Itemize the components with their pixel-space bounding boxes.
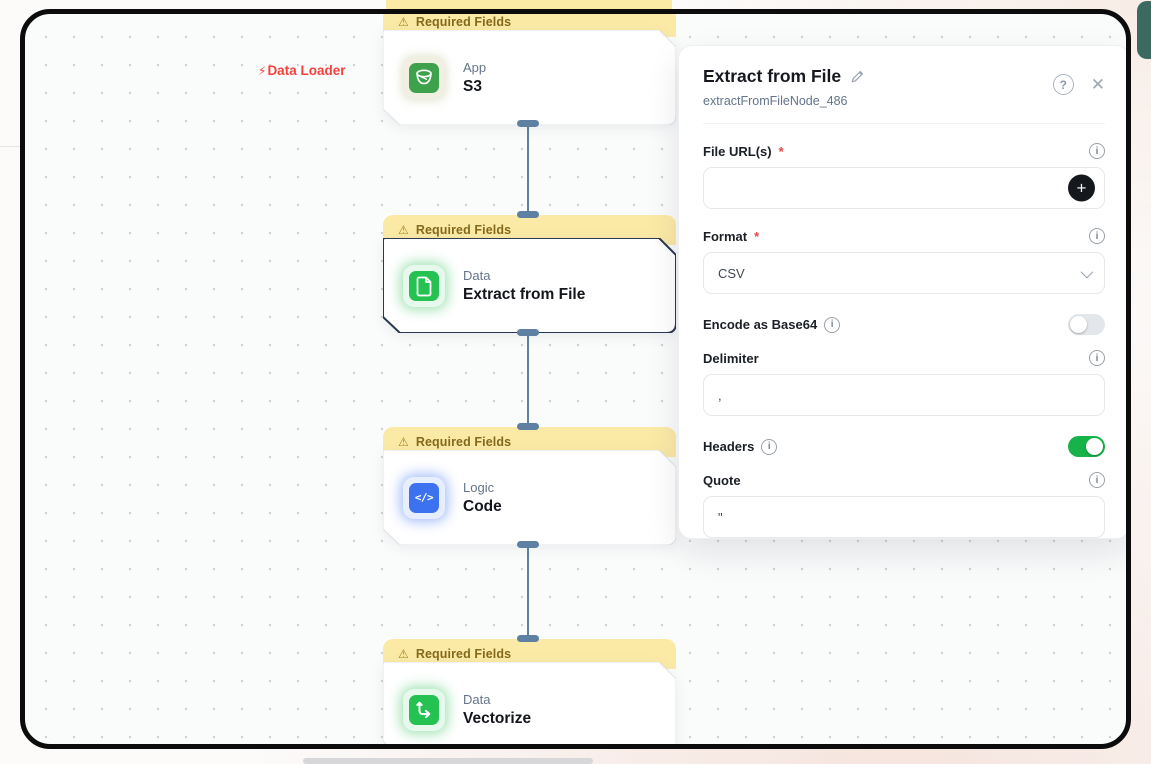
data-loader-tag[interactable]: ⚡ Data Loader xyxy=(258,63,345,78)
file-urls-input[interactable] xyxy=(718,180,1090,196)
node-title: Extract from File xyxy=(463,285,586,303)
code-icon: </> xyxy=(403,476,445,519)
banner-overflow-peek xyxy=(386,0,672,11)
node-category: App xyxy=(463,59,487,75)
background-accent xyxy=(1137,1,1151,59)
edge-extract-code xyxy=(527,333,529,427)
panel-title: Extract from File xyxy=(703,66,842,86)
node-extract-from-file[interactable]: ⚠ Required Fields Data Extract from File xyxy=(383,215,676,333)
node-vectorize[interactable]: ⚠ Required Fields Data Vectori xyxy=(383,639,676,749)
extract-source-handle[interactable] xyxy=(517,329,539,336)
panel-divider xyxy=(703,123,1105,124)
data-loader-label: Data Loader xyxy=(267,63,346,78)
required-fields-label: Required Fields xyxy=(415,647,512,661)
encode-base64-toggle[interactable] xyxy=(1068,314,1105,335)
file-urls-input-wrap: + xyxy=(703,167,1105,209)
node-id: extractFromFileNode_486 xyxy=(703,94,848,108)
encode-base64-label: Encode as Base64 i xyxy=(703,316,841,333)
horizontal-scrollbar[interactable] xyxy=(303,758,593,764)
s3-bucket-icon xyxy=(403,56,445,99)
node-title: Code xyxy=(463,497,502,515)
vectorize-icon xyxy=(403,688,445,731)
format-label: Format* xyxy=(703,228,760,244)
edge-s3-extract xyxy=(527,123,529,215)
node-config-panel: Extract from File extractFromFileNode_48… xyxy=(678,45,1130,539)
delimiter-input-wrap xyxy=(703,374,1105,416)
node-s3[interactable]: ⚠ Required Fields App S3 xyxy=(383,9,676,125)
headers-toggle[interactable] xyxy=(1068,436,1105,457)
info-icon[interactable]: i xyxy=(824,316,841,333)
node-title: S3 xyxy=(463,77,482,95)
file-urls-label: File URL(s)* xyxy=(703,143,784,159)
lightning-icon: ⚡ xyxy=(258,63,267,78)
info-icon[interactable]: i xyxy=(1089,350,1105,366)
quote-input-wrap xyxy=(703,496,1105,538)
node-category: Data xyxy=(463,691,491,707)
warning-icon: ⚠ xyxy=(398,435,409,449)
help-icon[interactable]: ? xyxy=(1052,74,1074,95)
quote-input[interactable] xyxy=(718,509,1090,525)
warning-icon: ⚠ xyxy=(398,647,409,661)
warning-icon: ⚠ xyxy=(398,15,409,29)
info-icon[interactable]: i xyxy=(1089,143,1105,159)
edge-code-vectorize xyxy=(527,545,529,639)
required-fields-label: Required Fields xyxy=(415,15,512,29)
required-fields-label: Required Fields xyxy=(415,223,512,237)
chevron-down-icon xyxy=(1080,265,1094,278)
node-title: Vectorize xyxy=(463,709,532,727)
quote-label: Quote xyxy=(703,472,741,488)
required-fields-label: Required Fields xyxy=(415,435,512,449)
node-category: Logic xyxy=(463,479,495,495)
workflow-canvas[interactable]: ⚡ Data Loader ⚠ Required Fields xyxy=(20,9,1131,749)
margin-divider xyxy=(0,146,20,147)
code-source-handle[interactable] xyxy=(517,541,539,548)
edit-icon[interactable] xyxy=(850,69,865,84)
s3-source-handle[interactable] xyxy=(517,120,539,127)
node-category: Data xyxy=(463,267,491,283)
format-select[interactable]: CSV xyxy=(703,252,1105,294)
add-url-button[interactable]: + xyxy=(1068,174,1095,202)
code-target-handle[interactable] xyxy=(517,423,539,430)
node-code[interactable]: ⚠ Required Fields </> Logic Code xyxy=(383,427,676,545)
headers-label: Headers i xyxy=(703,438,778,455)
delimiter-input[interactable] xyxy=(718,387,1090,403)
file-icon xyxy=(403,264,445,307)
vectorize-target-handle[interactable] xyxy=(517,635,539,642)
info-icon[interactable]: i xyxy=(761,438,778,455)
format-selected-value: CSV xyxy=(718,265,745,281)
warning-icon: ⚠ xyxy=(398,223,409,237)
info-icon[interactable]: i xyxy=(1089,228,1105,244)
info-icon[interactable]: i xyxy=(1089,472,1105,488)
close-icon[interactable]: ✕ xyxy=(1090,75,1105,94)
delimiter-label: Delimiter xyxy=(703,350,759,366)
extract-target-handle[interactable] xyxy=(517,211,539,218)
